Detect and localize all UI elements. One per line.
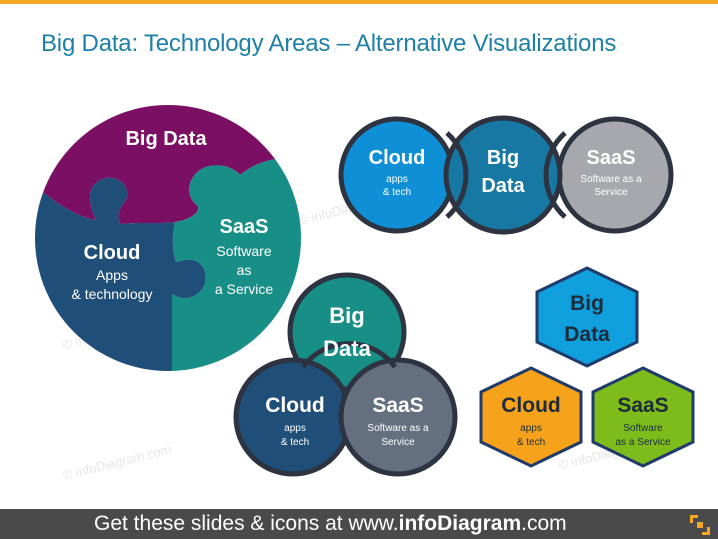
puzzle-saas-title: SaaS [220, 216, 269, 238]
footer-prefix: Get these slides & icons at www. [94, 512, 399, 535]
chain-big-data-title1: Big [487, 147, 519, 169]
puzzle-saas-sub1: Software [216, 243, 271, 259]
puzzle-saas-sub3: a Service [215, 281, 274, 297]
venn-saas-sub1: Software as a [367, 423, 429, 434]
puzzle-cloud-sub2: & technology [72, 286, 153, 302]
hex-big-data-title1: Big [570, 292, 604, 315]
hex-saas-sub1: Software [623, 423, 663, 434]
venn-big-data-title2: Data [323, 336, 371, 361]
hexagon-big-data [535, 266, 639, 368]
chain-ring-big-data [443, 115, 563, 235]
hex-cloud-sub2: & tech [517, 437, 545, 448]
venn-saas-title: SaaS [372, 394, 423, 417]
hexagon-saas [591, 366, 695, 468]
venn-cloud-title: Cloud [265, 394, 324, 417]
chain-cloud-title: Cloud [369, 147, 426, 169]
hex-cloud-sub1: apps [520, 423, 542, 434]
chain-cloud-sub1: apps [386, 174, 408, 185]
hex-saas-title: SaaS [617, 394, 668, 417]
hexagon-cloud [479, 366, 583, 468]
puzzle-big-data-title: Big Data [125, 128, 207, 150]
footer-banner: Get these slides & icons at www.infoDiag… [0, 509, 718, 539]
chain-saas-sub1: Software as a [580, 174, 642, 185]
top-accent-bar [0, 0, 718, 4]
watermark-2: © infoDiagram.com [61, 441, 173, 483]
footer-link[interactable]: Get these slides & icons at www.infoDiag… [94, 509, 567, 539]
chain-big-data-title2: Data [481, 175, 525, 197]
infodiagram-logo-icon [690, 515, 710, 535]
venn-cloud-sub1: apps [284, 423, 306, 434]
hex-big-data-title2: Data [564, 323, 610, 346]
chain-saas-sub2: Service [594, 187, 628, 198]
venn-circle-cloud [233, 357, 353, 477]
chain-saas-title: SaaS [587, 147, 636, 169]
hex-cloud-title: Cloud [501, 394, 560, 417]
venn-circle-saas [338, 357, 458, 477]
page-title: Big Data: Technology Areas – Alternative… [41, 30, 617, 57]
puzzle-saas-sub2: as [237, 262, 252, 278]
chain-link-right [543, 131, 567, 219]
chain-link-left [445, 131, 469, 219]
puzzle-cloud-title: Cloud [84, 242, 141, 264]
venn-big-data-title1: Big [329, 303, 364, 328]
venn-saas-sub2: Service [381, 437, 415, 448]
footer-brand: infoDiagram [398, 512, 522, 535]
hex-saas-sub2: as a Service [615, 437, 670, 448]
puzzle-piece-big-data [35, 105, 301, 224]
venn-diagram [233, 272, 458, 477]
footer-suffix: .com [521, 512, 567, 535]
ring-chain-diagram [338, 115, 674, 235]
puzzle-cloud-sub1: Apps [96, 267, 128, 283]
hexagon-diagram [479, 266, 695, 468]
venn-cloud-sub2: & tech [281, 437, 309, 448]
chain-cloud-sub2: & tech [383, 187, 411, 198]
venn-overlap-stroke [300, 341, 398, 369]
